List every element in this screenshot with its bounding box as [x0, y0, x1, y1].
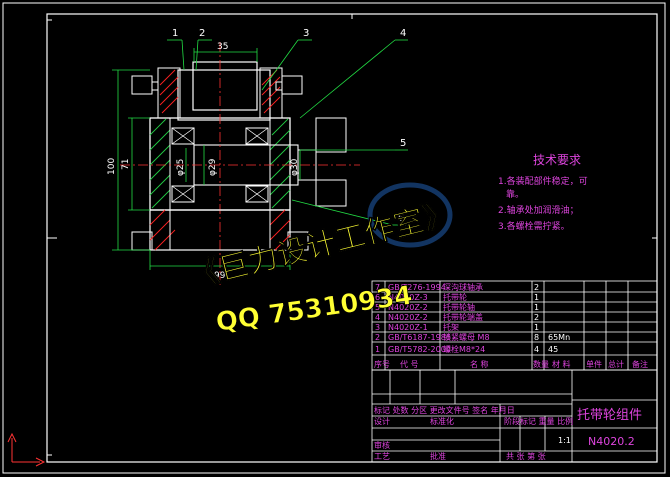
drawing-title: 托带轮组件 [577, 408, 642, 423]
bom-cell-name: 托架 [443, 322, 459, 332]
bom-cell-code: N4020Z-1 [388, 323, 428, 332]
balloon-1: 1 [172, 28, 178, 39]
title-block-design: 设计 [374, 416, 390, 426]
dim-dia30: φ30 [290, 158, 300, 176]
tech-requirements: 技术要求 1.各装配部件稳定，可 靠。 2.轴承处加润滑油； 3.各螺栓需拧紧。 [498, 153, 588, 232]
tech-title: 技术要求 [533, 153, 581, 167]
dim-100: 100 [107, 158, 117, 175]
bom-cell-qty: 2 [534, 313, 539, 322]
bom-cell-qty: 8 [534, 333, 539, 342]
bom-cell-name: 深沟球轴承 [443, 282, 483, 292]
title-block-mark-row: 标记 处数 分区 更改文件号 签名 年月日 [374, 405, 515, 415]
dim-35: 35 [217, 42, 228, 52]
bom-cell-code: GB/T6187-1986 [388, 333, 451, 342]
tech-line-1: 1.各装配部件稳定，可 [498, 175, 588, 187]
bom-cell-qty: 4 [534, 345, 539, 354]
title-block-sheets: 共 张 第 张 [506, 451, 546, 461]
title-block-check: 审核 [374, 440, 390, 450]
bom-header-total: 总计 [608, 359, 624, 369]
dim-dia25: φ25 [176, 159, 186, 176]
drawing-number: N4020.2 [588, 435, 635, 448]
bom-cell-qty: 1 [534, 293, 539, 302]
bom-cell-name: 托带轮轴 [443, 302, 475, 312]
bom-cell-name: 锁紧螺母 M8 [443, 332, 490, 342]
title-block-craft: 工艺 [374, 452, 390, 461]
tech-line-4: 3.各螺栓需拧紧。 [498, 220, 570, 232]
bom-header-single: 单件 [586, 359, 602, 369]
balloon-4: 4 [400, 28, 406, 39]
tech-line-2: 靠。 [506, 188, 524, 200]
bom-cell-name: 托带轮端盖 [443, 312, 483, 322]
bom-table [371, 280, 658, 371]
title-block-standardize: 标准化 [430, 416, 454, 426]
title-block-approve: 批准 [430, 451, 446, 461]
bom-cell-qty: 2 [534, 283, 539, 292]
bom-cell-code: GB/T5782-2000 [388, 345, 451, 354]
bom-cell-code: GB/T276-1994 [388, 283, 446, 292]
bom-cell-no: 6 [375, 293, 380, 302]
dim-dia29: φ29 [208, 158, 218, 176]
bom-cell-no: 3 [375, 323, 380, 332]
zone-ticks [47, 14, 657, 456]
title-block-scale: 1:1 [558, 436, 571, 445]
bom-cell-material: 65Mn [548, 333, 570, 342]
bom-header-note: 备注 [632, 359, 648, 369]
balloon-2: 2 [199, 28, 205, 39]
bom-header-material: 材 料 [552, 359, 571, 369]
balloon-3: 3 [303, 28, 309, 39]
tech-line-3: 2.轴承处加润滑油； [498, 204, 579, 216]
bom-cell-material: 45 [548, 345, 558, 354]
balloon-5: 5 [400, 138, 406, 149]
bom-header-qty: 数量 [533, 359, 549, 369]
title-block-stage: 阶段标记 重量 比例 [504, 416, 573, 426]
dim-71: 71 [121, 159, 131, 170]
bom-cell-code: N4020Z-3 [388, 293, 428, 302]
bom-header-no: 序号 [374, 359, 390, 369]
bom-cell-no: 7 [375, 283, 380, 292]
bom-cell-name: 螺栓M8*24 [443, 344, 485, 354]
balloon-6: 6 [398, 213, 404, 224]
bom-cell-no: 4 [375, 313, 380, 322]
bom-cell-no: 2 [375, 333, 380, 342]
watermark-qq: QQ 75310934 [214, 281, 414, 338]
bom-header-name: 名 称 [470, 359, 489, 369]
ucs-icon [7, 432, 46, 467]
title-block [371, 369, 658, 463]
bom-cell-qty: 1 [534, 303, 539, 312]
dim-99: 99 [214, 271, 226, 281]
bom-cell-code: N4020Z-2 [388, 313, 428, 322]
bom-cell-qty: 1 [534, 323, 539, 332]
bom-cell-no: 5 [375, 303, 380, 312]
bom-cell-code: N4020Z-2 [388, 303, 428, 312]
bom-cell-no: 1 [375, 345, 380, 354]
bom-header-code: 代 号 [400, 359, 419, 369]
assembly-drawing: 1 2 3 4 5 6 35 100 71 φ25 φ29 φ30 99 [107, 28, 408, 285]
bom-cell-name: 托带轮 [443, 292, 467, 302]
